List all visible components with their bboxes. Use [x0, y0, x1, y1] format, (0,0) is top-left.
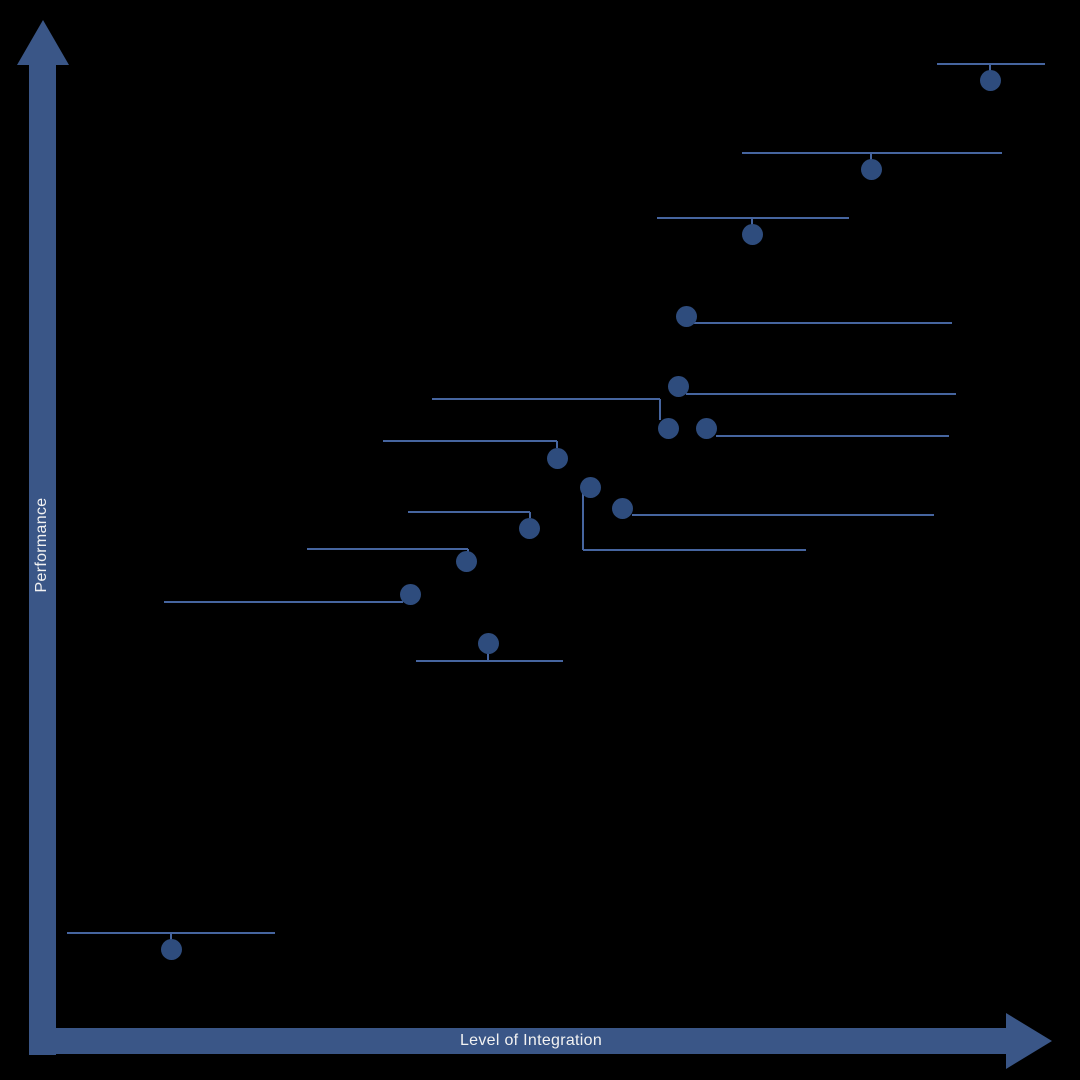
- label-leader-line: [751, 218, 753, 225]
- label-leader-line: [632, 514, 934, 516]
- label-leader-line: [383, 440, 557, 442]
- x-axis-arrowhead-icon: [1006, 1013, 1052, 1069]
- data-point: [675, 305, 697, 327]
- y-axis-shaft: [29, 62, 56, 1055]
- label-leader-line: [164, 601, 403, 603]
- data-point: [518, 517, 540, 539]
- label-leader-line: [487, 653, 489, 661]
- label-leader-line: [583, 549, 806, 551]
- label-leader-line: [170, 933, 172, 942]
- label-leader-line: [742, 152, 1002, 154]
- x-axis-label: Level of Integration: [459, 1032, 603, 1049]
- data-point: [657, 417, 679, 439]
- data-point: [579, 476, 601, 498]
- y-axis-arrowhead-icon: [17, 20, 69, 65]
- data-point: [611, 497, 633, 519]
- label-leader-line: [937, 63, 1045, 65]
- data-point: [455, 550, 477, 572]
- label-leader-line: [307, 548, 468, 550]
- data-point: [477, 632, 499, 654]
- label-leader-line: [556, 441, 558, 448]
- label-leader-line: [432, 398, 660, 400]
- label-leader-line: [686, 393, 956, 395]
- data-point: [667, 375, 689, 397]
- label-leader-line: [408, 511, 530, 513]
- label-leader-line: [657, 217, 849, 219]
- x-axis-shaft: [29, 1028, 1006, 1054]
- label-leader-line: [989, 64, 991, 71]
- label-leader-line: [582, 490, 584, 550]
- data-point: [546, 447, 568, 469]
- label-leader-line: [416, 660, 563, 662]
- data-point: [741, 223, 763, 245]
- data-point: [695, 417, 717, 439]
- data-point: [399, 583, 421, 605]
- data-point: [160, 938, 182, 960]
- data-point: [979, 69, 1001, 91]
- label-leader-line: [529, 512, 531, 518]
- data-point: [860, 158, 882, 180]
- label-leader-line: [694, 322, 952, 324]
- label-leader-line: [659, 399, 661, 420]
- label-leader-line: [870, 153, 872, 160]
- label-leader-line: [716, 435, 949, 437]
